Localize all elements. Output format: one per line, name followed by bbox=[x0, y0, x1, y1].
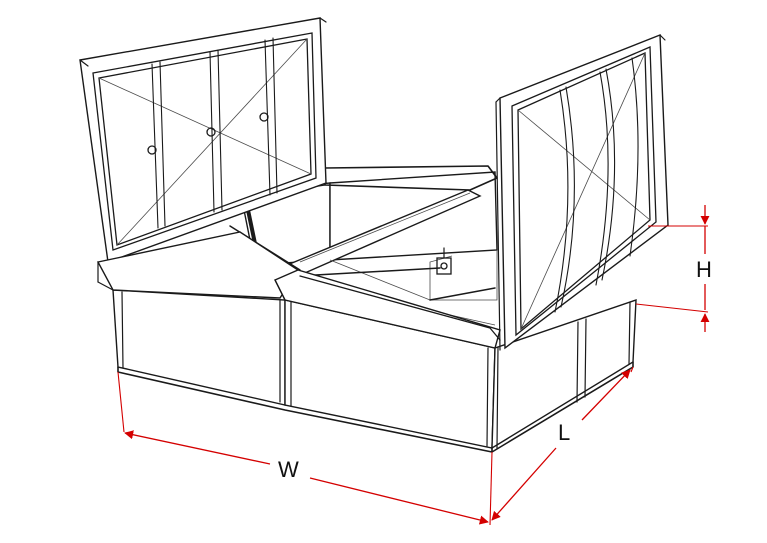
latch-bracket bbox=[436, 247, 452, 275]
right-cover-frame bbox=[499, 33, 669, 350]
height-label: H bbox=[696, 257, 712, 282]
dimension-l: L bbox=[491, 366, 634, 521]
left-cover-frame bbox=[79, 17, 327, 263]
hatch-interior bbox=[222, 94, 498, 326]
left-cover-open bbox=[79, 17, 327, 299]
front-cap bbox=[274, 269, 501, 349]
length-label: L bbox=[558, 420, 570, 445]
curb-base bbox=[112, 289, 637, 453]
curb-front-left-wall bbox=[112, 289, 286, 406]
width-label: W bbox=[278, 457, 299, 482]
dimension-h: H bbox=[635, 205, 712, 332]
right-cover-open bbox=[495, 33, 669, 351]
dimension-w: W bbox=[117, 371, 493, 526]
